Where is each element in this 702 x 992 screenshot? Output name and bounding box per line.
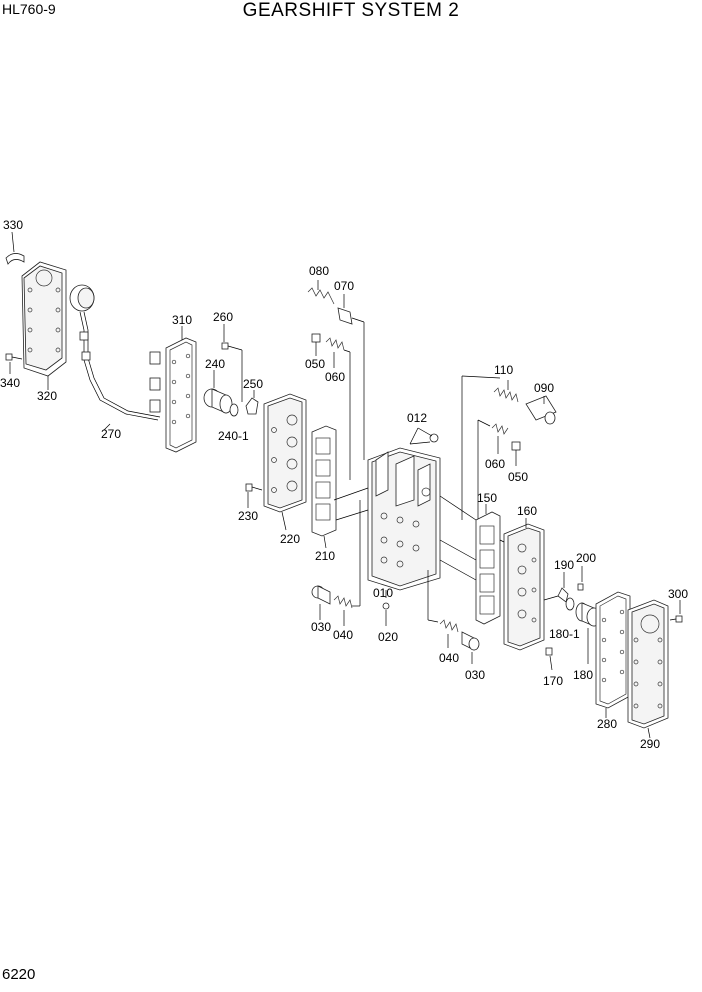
callout-110: 110: [494, 363, 514, 377]
part-030-plug-right: [461, 631, 480, 664]
callout-160: 160: [517, 504, 538, 518]
callout-180-1: 180-1: [549, 627, 580, 641]
callout-090: 090: [534, 381, 555, 395]
callout-280: 280: [597, 717, 618, 731]
callout-300: 300: [668, 587, 689, 601]
callout-180: 180: [573, 668, 594, 682]
part-012-fitting: [409, 427, 439, 445]
part-280-gasket: [595, 591, 631, 718]
callout-170: 170: [543, 674, 564, 688]
callout-040-right: 040: [439, 651, 460, 665]
callout-030-right: 030: [465, 668, 486, 682]
callout-190: 190: [554, 558, 575, 572]
part-070-plug: [337, 294, 365, 460]
callout-210: 210: [315, 549, 336, 563]
callout-330: 330: [3, 218, 24, 232]
part-250-plate: [245, 390, 259, 415]
part-060-spring: [325, 337, 351, 480]
part-010-main-body: [367, 447, 441, 598]
part-220-valve-body: [263, 393, 307, 531]
part-310-gasket: [165, 326, 197, 453]
part-270-harness: [69, 284, 161, 431]
part-110-spring: [461, 375, 519, 520]
callout-200: 200: [576, 551, 597, 565]
callout-070: 070: [334, 279, 355, 293]
callout-320: 320: [37, 389, 58, 403]
part-170-screw: [545, 647, 553, 671]
part-160-valve-body: [503, 518, 545, 651]
callout-260: 260: [213, 310, 234, 324]
part-240-solenoid: [203, 370, 239, 417]
callout-050-left: 050: [305, 357, 326, 371]
callout-230: 230: [238, 509, 259, 523]
part-340-bolt: [5, 353, 23, 374]
part-040-spring-left: [333, 500, 361, 626]
part-230-screw: [245, 483, 263, 508]
callout-060-right: 060: [485, 457, 506, 471]
part-150-gasket: [475, 504, 501, 625]
part-210-gasket: [311, 425, 337, 549]
callout-060-left: 060: [325, 370, 346, 384]
page-title: GEARSHIFT SYSTEM 2: [242, 0, 460, 21]
part-030-plug-left: [311, 585, 331, 620]
callout-310: 310: [172, 313, 193, 327]
callout-020: 020: [378, 630, 399, 644]
part-260-screw: [221, 324, 243, 402]
part-190-plate: [557, 572, 569, 603]
callout-290: 290: [640, 737, 661, 751]
callout-240: 240: [205, 357, 226, 371]
callout-150: 150: [477, 491, 498, 505]
callout-340: 340: [0, 376, 21, 390]
callout-270: 270: [101, 427, 122, 441]
part-040-spring-right: [427, 570, 459, 648]
callout-250: 250: [243, 377, 264, 391]
callout-220: 220: [280, 532, 301, 546]
part-200-screw: [577, 566, 584, 591]
callout-080: 080: [309, 264, 330, 278]
callout-030-left: 030: [311, 620, 332, 634]
callout-050-right: 050: [508, 470, 529, 484]
part-050-plug-right: [511, 441, 521, 466]
callout-240-1: 240-1: [218, 429, 249, 443]
part-320-cover: [21, 261, 67, 390]
part-090-plug: [525, 395, 557, 425]
callout-010: 010: [373, 586, 394, 600]
model-number: HL760-9: [2, 1, 56, 17]
part-050-plug: [311, 333, 321, 356]
part-020-ball: [382, 602, 390, 626]
part-080-spring: [307, 280, 335, 305]
part-290-cover: [627, 599, 669, 739]
callout-012: 012: [407, 411, 428, 425]
assembly-leader-lines: [333, 487, 559, 601]
part-330-clip: [5, 231, 25, 265]
part-180-solenoid: [565, 597, 602, 664]
callout-040-left: 040: [333, 628, 354, 642]
part-300-bolt: [669, 600, 683, 623]
page-number: 6220: [2, 966, 36, 983]
